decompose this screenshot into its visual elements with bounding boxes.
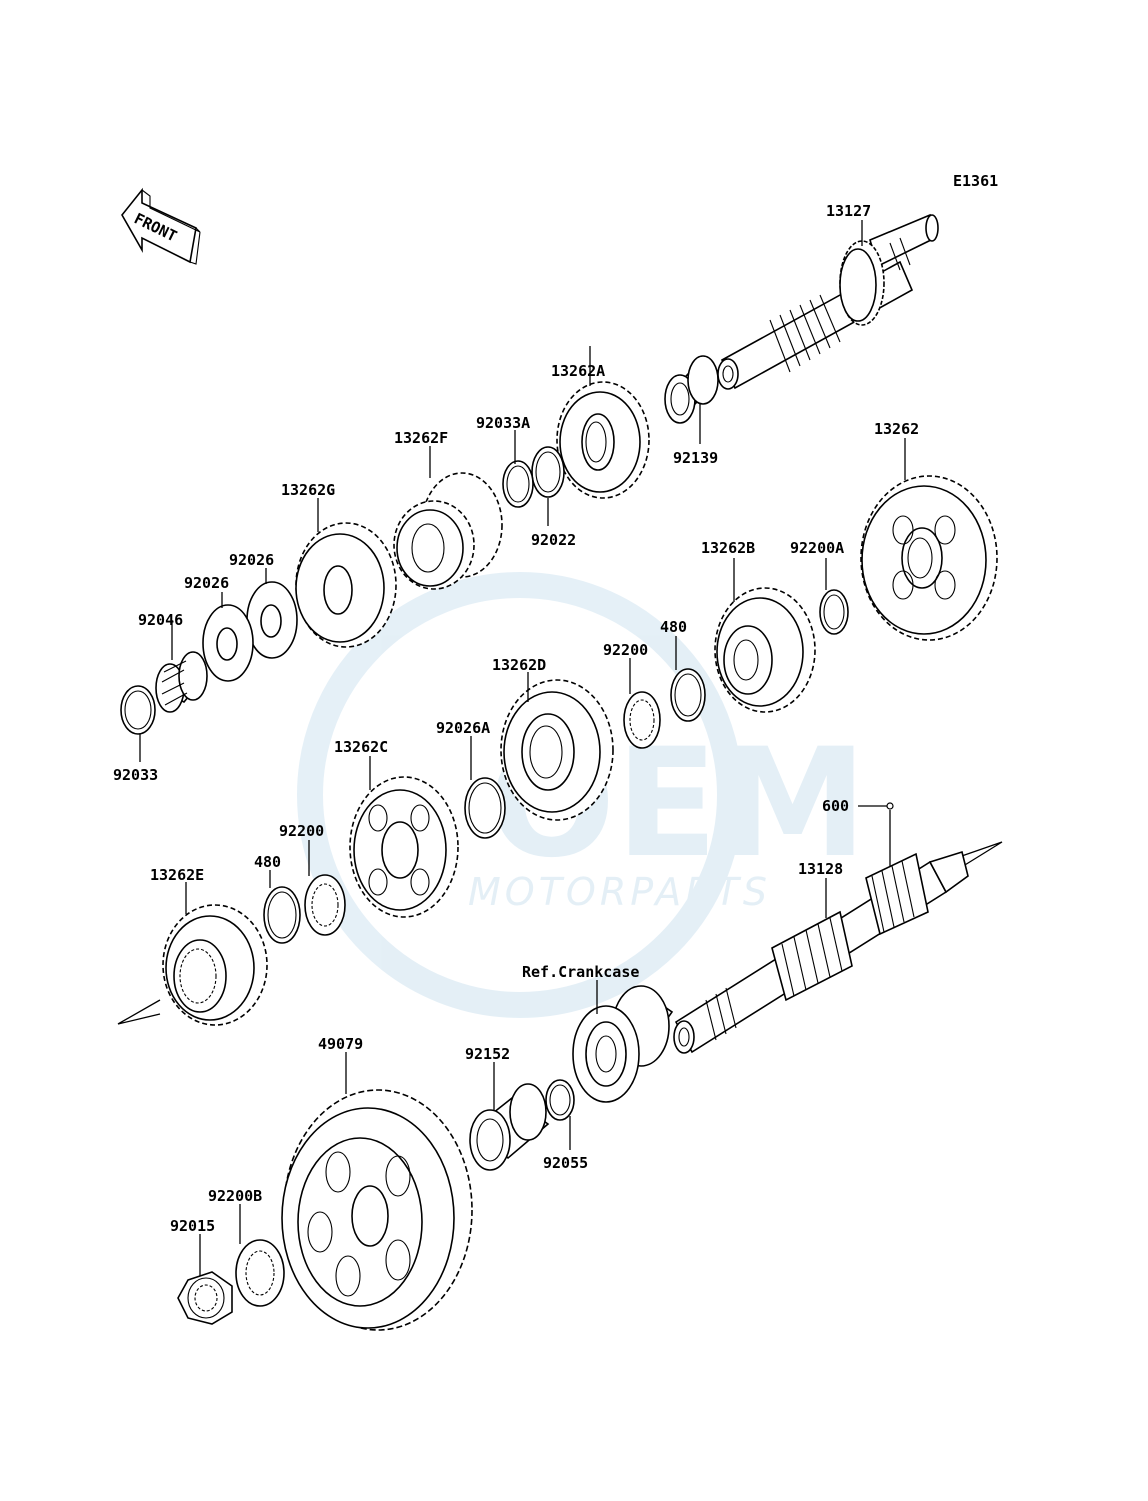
circlip-92033 — [120, 685, 156, 735]
washer-92026a — [464, 777, 506, 839]
leader-lines — [139, 220, 906, 1276]
label-92200-a: 92200 — [603, 641, 648, 659]
output-shaft-13128 — [673, 850, 969, 1054]
ring-480-a — [670, 668, 706, 722]
label-92139: 92139 — [673, 449, 718, 467]
label-13262c: 13262C — [334, 738, 388, 756]
gear-13262d — [500, 679, 614, 821]
washer-92200b — [235, 1239, 285, 1307]
label-92026-a: 92026 — [229, 551, 274, 569]
label-13262: 13262 — [874, 420, 919, 438]
label-13262a: 13262A — [551, 362, 605, 380]
part-labels: 13127 13262A 92033A 92139 13262F 13262 9… — [113, 202, 919, 1235]
label-92055: 92055 — [543, 1154, 588, 1172]
ring-480-b — [263, 886, 301, 944]
label-13262g: 13262G — [281, 481, 335, 499]
axis-lines — [117, 841, 1003, 1025]
washer-92200-b — [304, 874, 346, 936]
label-92033: 92033 — [113, 766, 158, 784]
watermark: OEM MOTORPARTS — [297, 572, 867, 1018]
label-92046: 92046 — [138, 611, 183, 629]
collar-92152 — [469, 1083, 550, 1171]
label-92033a: 92033A — [476, 414, 530, 432]
label-92200a: 92200A — [790, 539, 844, 557]
label-92015: 92015 — [170, 1217, 215, 1235]
label-92026a: 92026A — [436, 719, 490, 737]
input-shaft — [717, 213, 939, 390]
circlip-92033a — [502, 460, 534, 508]
needle-bearing-92046 — [155, 651, 208, 713]
washer-92026-a — [246, 581, 298, 659]
bushing-92139 — [664, 355, 719, 424]
gear-13262c — [349, 776, 459, 918]
label-13262e: 13262E — [150, 866, 204, 884]
watermark-sub: MOTORPARTS — [468, 870, 771, 914]
gear-13262a — [556, 381, 650, 499]
front-arrow-icon: FRONT — [121, 187, 201, 265]
label-92152: 92152 — [465, 1045, 510, 1063]
gear-13127 — [839, 240, 885, 326]
washer-92026-b — [202, 604, 254, 682]
ring-92022 — [531, 446, 565, 498]
crankcase-bearing — [572, 985, 674, 1103]
gear-13262f — [393, 472, 503, 590]
diagram-code: E1361 — [953, 172, 998, 190]
label-92200b: 92200B — [208, 1187, 262, 1205]
gear-13262 — [860, 475, 998, 641]
gear-49079 — [281, 1089, 473, 1331]
label-13262b: 13262B — [701, 539, 755, 557]
nut-92015 — [177, 1271, 233, 1325]
oring-92055 — [545, 1079, 575, 1121]
gear-13262e — [162, 904, 268, 1026]
label-92022: 92022 — [531, 531, 576, 549]
ring-92200a — [819, 589, 849, 635]
label-49079: 49079 — [318, 1035, 363, 1053]
label-ref-crankcase: Ref.Crankcase — [522, 963, 639, 981]
gear-13262b — [714, 587, 816, 713]
label-92200-b: 92200 — [279, 822, 324, 840]
label-13262f: 13262F — [394, 429, 448, 447]
label-480-b: 480 — [254, 853, 281, 871]
washer-92200-a — [623, 691, 661, 749]
label-92026-b: 92026 — [184, 574, 229, 592]
label-600: 600 — [822, 797, 849, 815]
label-13128: 13128 — [798, 860, 843, 878]
label-480-a: 480 — [660, 618, 687, 636]
label-13127: 13127 — [826, 202, 871, 220]
label-13262d: 13262D — [492, 656, 546, 674]
gear-13262g — [295, 522, 397, 648]
